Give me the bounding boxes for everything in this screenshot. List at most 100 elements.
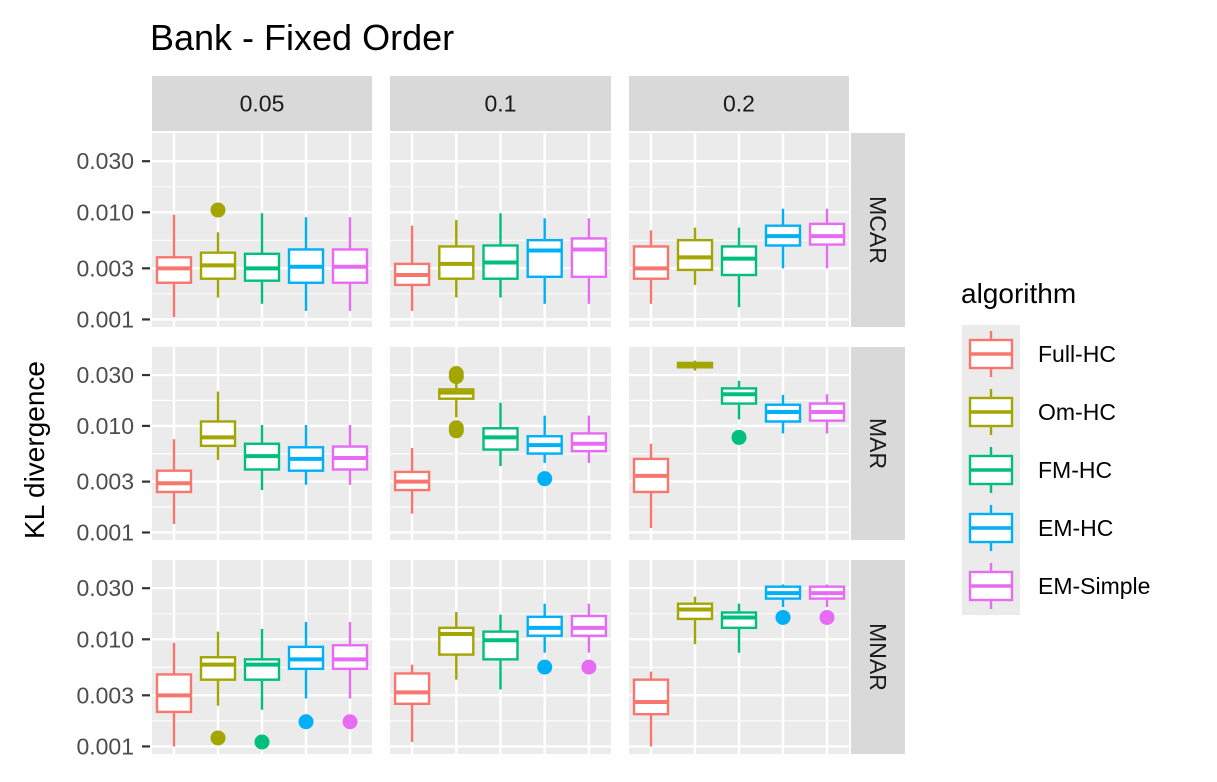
- boxplot-Full-HC: [155, 214, 193, 318]
- boxplot-EM-HC: [526, 415, 563, 487]
- box: [331, 644, 369, 671]
- y-tick-label: 0.001: [76, 519, 134, 545]
- outlier-point: [254, 734, 270, 750]
- box: [243, 658, 281, 681]
- boxplot-FM-HC: [482, 614, 519, 690]
- boxplot-FM-HC: [243, 628, 281, 750]
- facet-strip-row-label: MNAR: [865, 623, 891, 691]
- outlier-point: [210, 202, 226, 218]
- y-tick-label: 0.010: [76, 626, 134, 652]
- facet-strip-col: [152, 76, 372, 131]
- boxplot-Full-HC: [155, 642, 193, 747]
- y-tick-label: 0.030: [76, 362, 134, 388]
- y-tick-label: 0.003: [76, 469, 134, 495]
- boxplot-EM-HC: [764, 394, 802, 434]
- boxplot-Om-HC: [199, 631, 237, 746]
- boxplot-FM-HC: [720, 227, 758, 308]
- outlier-point: [537, 659, 553, 675]
- facet-strip-row-label: MCAR: [865, 196, 891, 264]
- boxplot-Full-HC: [393, 664, 431, 743]
- boxplot-Full-HC: [632, 443, 670, 529]
- boxplot-EM-HC: [287, 424, 325, 485]
- outlier-point: [448, 420, 464, 436]
- boxplot-FM-HC: [720, 380, 758, 445]
- box: [676, 238, 714, 272]
- y-tick-label: 0.003: [76, 682, 134, 708]
- boxplot-FM-HC: [482, 402, 519, 467]
- boxplot-EM-HC: [526, 603, 563, 675]
- boxplot-EM-Simple: [331, 424, 369, 485]
- outlier-point: [581, 659, 597, 675]
- boxplot-EM-Simple: [570, 415, 608, 463]
- y-tick-label: 0.010: [76, 413, 134, 439]
- legend-label: Om-HC: [1038, 399, 1116, 425]
- boxplot-FM-HC: [243, 424, 281, 491]
- boxplot-Om-HC: [199, 391, 237, 460]
- y-tick-label: 0.010: [76, 199, 134, 225]
- boxplot-FM-HC: [720, 603, 758, 653]
- boxplot-Om-HC: [676, 360, 714, 371]
- facet-strip-col: [390, 76, 611, 131]
- boxplot-EM-Simple: [570, 218, 608, 304]
- boxplot-EM-Simple: [808, 208, 846, 269]
- facet-strip-row: [851, 560, 905, 754]
- boxplot-Om-HC: [438, 219, 475, 298]
- box: [155, 673, 193, 714]
- boxplot-FM-HC: [482, 213, 519, 298]
- boxplot-EM-HC: [764, 208, 802, 269]
- legend-label: EM-HC: [1038, 515, 1113, 541]
- boxplot-Om-HC: [676, 227, 714, 285]
- box: [632, 245, 670, 280]
- y-tick-label: 0.001: [76, 733, 134, 759]
- boxplot-Om-HC: [199, 202, 237, 298]
- box: [199, 656, 237, 681]
- boxplot-Full-HC: [632, 230, 670, 304]
- boxplot-EM-Simple: [570, 603, 608, 675]
- legend-label: Full-HC: [1038, 341, 1116, 367]
- y-tick-label: 0.003: [76, 255, 134, 281]
- boxplot-Om-HC: [676, 596, 714, 645]
- boxplot-Full-HC: [155, 439, 193, 525]
- box: [526, 238, 563, 279]
- facet-strip-col-label: 0.05: [240, 91, 285, 117]
- outlier-point: [819, 609, 835, 625]
- box: [482, 630, 519, 661]
- outlier-point: [342, 714, 358, 730]
- boxplot-EM-Simple: [808, 584, 846, 625]
- boxplot-EM-HC: [764, 584, 802, 625]
- facet-strip-col-label: 0.2: [723, 91, 755, 117]
- y-tick-label: 0.030: [76, 148, 134, 174]
- chart-title: Bank - Fixed Order: [150, 17, 454, 58]
- boxplot-Full-HC: [632, 671, 670, 747]
- boxplot-Om-HC: [438, 366, 475, 439]
- boxplot-FM-HC: [243, 213, 281, 304]
- facet-strip-col: [629, 76, 849, 131]
- box: [438, 626, 475, 656]
- y-tick-label: 0.030: [76, 575, 134, 601]
- outlier-point: [210, 730, 226, 746]
- box: [720, 611, 758, 630]
- boxplot-EM-HC: [526, 218, 563, 304]
- y-axis-title: KL divergence: [19, 361, 50, 539]
- box: [570, 237, 608, 279]
- legend-title: algorithm: [961, 278, 1076, 309]
- y-tick-label: 0.001: [76, 306, 134, 332]
- facet-strip-row: [851, 347, 905, 540]
- box: [199, 420, 237, 448]
- legend-label: EM-Simple: [1038, 573, 1150, 599]
- boxplot-EM-HC: [287, 217, 325, 311]
- boxplot-EM-Simple: [808, 394, 846, 434]
- facet-strip-row: [851, 133, 905, 327]
- facet-strip-row-label: MAR: [865, 418, 891, 469]
- legend: algorithm Full-HC Om-HC FM-HC EM-HC EM-Simpl…: [961, 278, 1150, 615]
- boxplot-EM-Simple: [331, 217, 369, 311]
- legend-label: FM-HC: [1038, 457, 1112, 483]
- outlier-point: [775, 609, 791, 625]
- box: [720, 245, 758, 277]
- outlier-point: [731, 429, 747, 445]
- box: [393, 672, 431, 706]
- box: [632, 678, 670, 716]
- facet-strip-col-label: 0.1: [485, 91, 517, 117]
